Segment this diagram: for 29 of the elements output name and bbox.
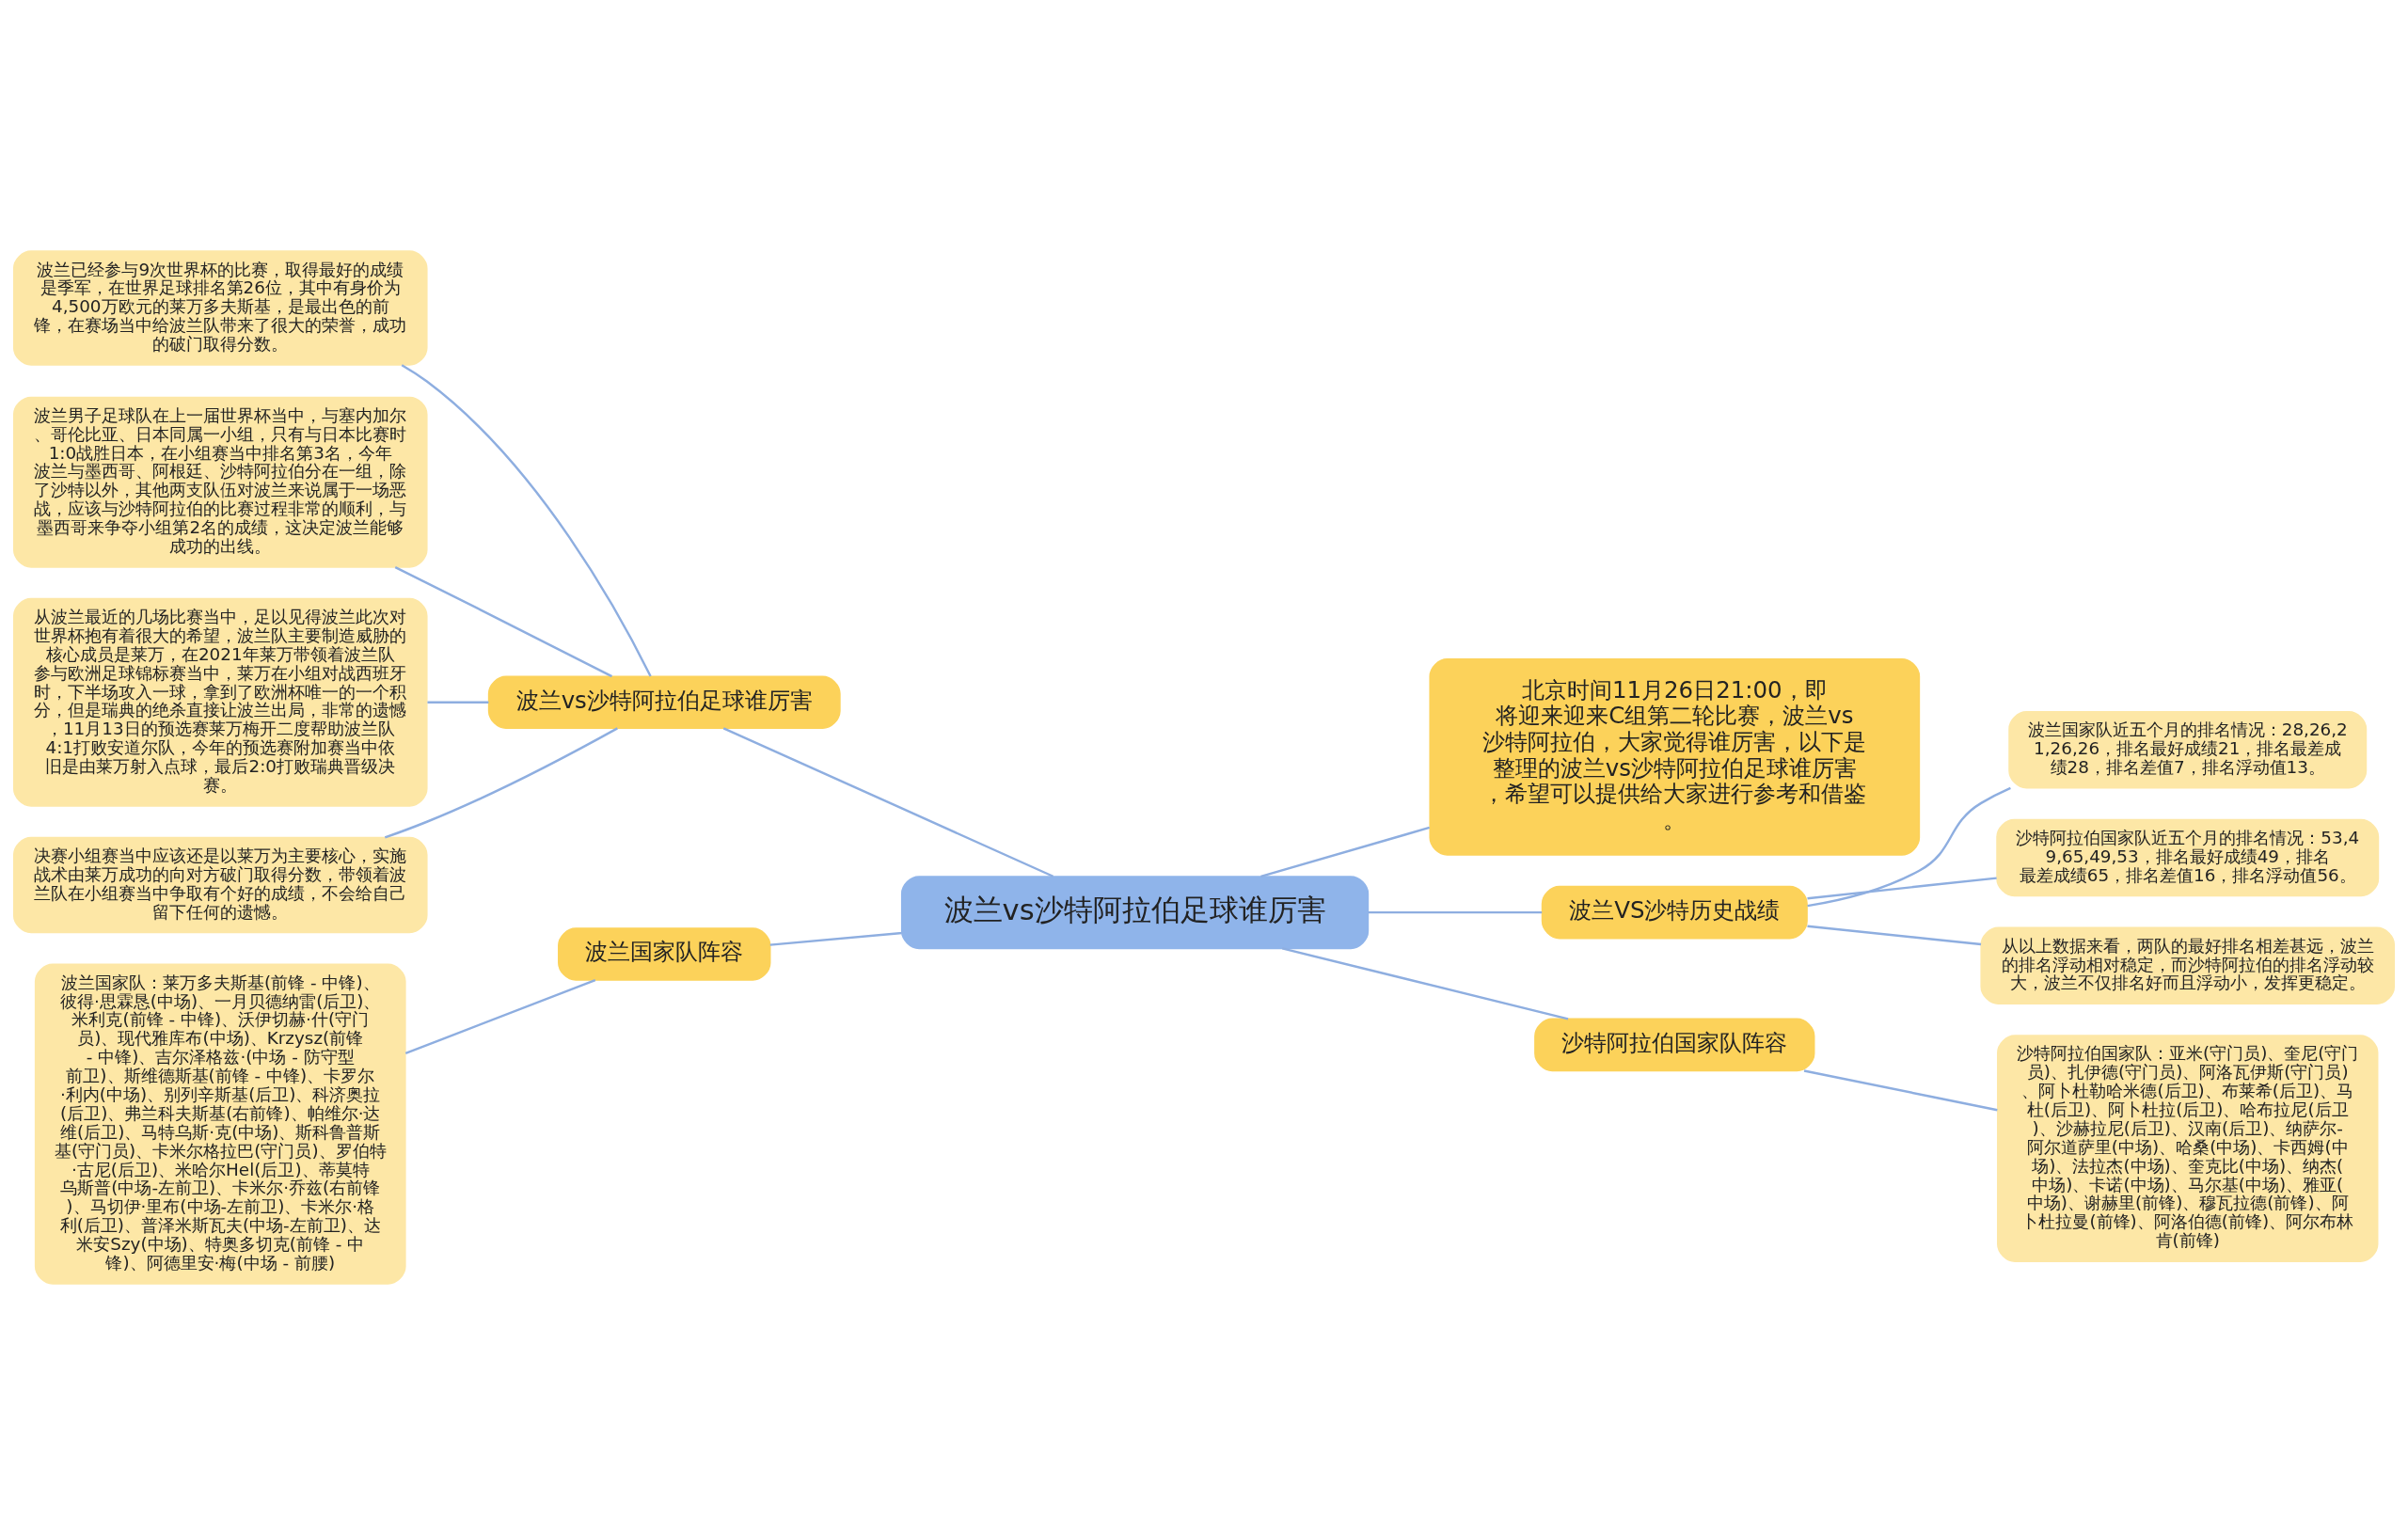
node-box: 沙特阿拉伯国家队：亚米(守门员)、奎尼(守门员)、扎伊德(守门员)、阿洛瓦伊斯(守门员)、阿卜杜勒哈米德(后卫)、布莱希(后卫)、马杜(后卫)、阿卜杜拉(后卫)、哈布拉尼(后卫)、沙赫拉尼(后卫)、汉南(后卫)、纳萨尔-阿尔道萨里(中场)、哈桑(中场)、卡西姆(中场)、法拉杰(中场)、奎克比(中场)、纳杰(中场)、卡诺(中场)、马尔基(中场)、雅亚(中场)、谢赫里(前锋)、穆瓦拉德(前锋)、阿卜杜拉曼(前锋)、阿洛伯德(前锋)、阿尔布林肯(前锋) <box>1997 1034 2379 1262</box>
connector <box>1807 876 1997 899</box>
node-box: 波兰男子足球队在上一届世界杯当中，与塞内加尔、哥伦比亚、日本同属一小组，只有与日本比赛时1:0战胜日本，在小组赛当中排名第3名，今年波兰与墨西哥、阿根廷、沙特阿拉伯分在一组，除了沙特以外，其他两支队伍对波兰来说属于一场恶战，应该与沙特阿拉伯的比赛过程非常的顺利，与墨西哥来争夺小组第2名的成绩，这决定波兰能够成功的出线。 <box>12 396 428 568</box>
connector <box>401 363 652 677</box>
connector <box>1368 910 1543 913</box>
connector <box>404 978 596 1054</box>
connector <box>427 701 489 704</box>
node-box: 波兰国家队阵容 <box>558 926 771 981</box>
node-box: 北京时间11月26日21:00，即将迎来迎来C组第二轮比赛，波兰vs沙特阿拉伯，大家觉得谁厉害，以下是整理的波兰vs沙特阿拉伯足球谁厉害，希望可以提供给大家进行参考和借鉴。 <box>1429 657 1921 856</box>
node-box: 波兰vs沙特阿拉伯足球谁厉害 <box>487 674 841 729</box>
node-box: 决赛小组赛当中应该还是以莱万为主要核心，实施战术由莱万成功的向对方破门取得分数，带领着波兰队在小组赛当中争取有个好的成绩，不会给自己留下任何的遗憾。 <box>12 836 428 933</box>
connector <box>1807 786 2011 907</box>
connector <box>722 726 1054 878</box>
connector <box>769 931 902 946</box>
node-box: 从波兰最近的几场比赛当中，足以见得波兰此次对世界杯抱有着很大的希望，波兰队主要制造威胁的核心成员是莱万，在2021年莱万带领着波兰队参与欧洲足球锦标赛当中，莱万在小组对战西班牙时，下半场攻入一球，拿到了欧洲杯唯一的一个积分，但是瑞典的绝杀直接让波兰出局，非常的遗憾，11月13日的预选赛莱万梅开二度帮助波兰队4:1打败安道尔队，今年的预选赛附加赛当中依旧是由莱万射入点球，最后2:0打败瑞典晋级决赛。 <box>12 597 428 807</box>
connector <box>1803 1068 1998 1111</box>
connector <box>1260 826 1431 878</box>
node-box: 波兰国家队近五个月的排名情况：28,26,21,26,26，排名最好成绩21，排名最差成绩28，排名差值7，排名浮动值13。 <box>2008 710 2368 789</box>
connector <box>1282 946 1569 1020</box>
connector <box>1807 925 1982 945</box>
node-box: 沙特阿拉伯国家队阵容 <box>1534 1018 1815 1071</box>
node-box: 沙特阿拉伯国家队近五个月的排名情况：53,49,65,49,53，排名最好成绩49，排名最差成绩65，排名差值16，排名浮动值56。 <box>1996 818 2380 896</box>
connector <box>394 565 613 677</box>
node-box: 波兰已经参与9次世界杯的比赛，取得最好的成绩是季军，在世界足球排名第26位，其中有身价为4,500万欧元的莱万多夫斯基，是最出色的前锋，在赛场当中给波兰队带来了很大的荣誉，成功的破门取得分数。 <box>12 249 428 366</box>
node-box: 波兰vs沙特阿拉伯足球谁厉害 <box>900 875 1370 949</box>
connector <box>384 726 618 839</box>
node-box: 从以上数据来看，两队的最好排名相差甚远，波兰的排名浮动相对稳定，而沙特阿拉伯的排名浮动较大，波兰不仅排名好而且浮动小，发挥更稳定。 <box>1980 925 2396 1004</box>
node-box: 波兰国家队：莱万多夫斯基(前锋 - 中锋)、彼得·思霖恳(中场)、一月贝德纳雷(后卫)、米利克(前锋 - 中锋)、沃伊切赫·什(守门员)、现代雅库布(中场)、Krzysz(前锋 - 中锋)、吉尔泽格兹·(中场 - 防守型前卫)、斯维德斯基(前锋 - 中锋)、卡罗尔·利内(中场)、别列辛斯基(后卫)、科济奥拉(后卫)、弗兰科夫斯基(右前锋)、帕维尔·达维(后卫)、马特乌斯·克(中场)、斯科鲁普斯基(守门员)、卡米尔格拉巴(守门员)、罗伯特·古尼(后卫)、米哈尔Hel(后卫)、蒂莫特乌斯普(中场-左前卫)、卡米尔·乔兹(右前锋)、马切伊·里布(中场-左前卫)、卡米尔·格利(后卫)、普泽米斯瓦夫(中场-左前卫)、达米安Szy(中场)、特奥多切克(前锋 - 中锋)、阿德里安·梅(中场 - 前腰) <box>34 962 406 1285</box>
node-box: 波兰VS沙特历史战绩 <box>1541 885 1808 939</box>
